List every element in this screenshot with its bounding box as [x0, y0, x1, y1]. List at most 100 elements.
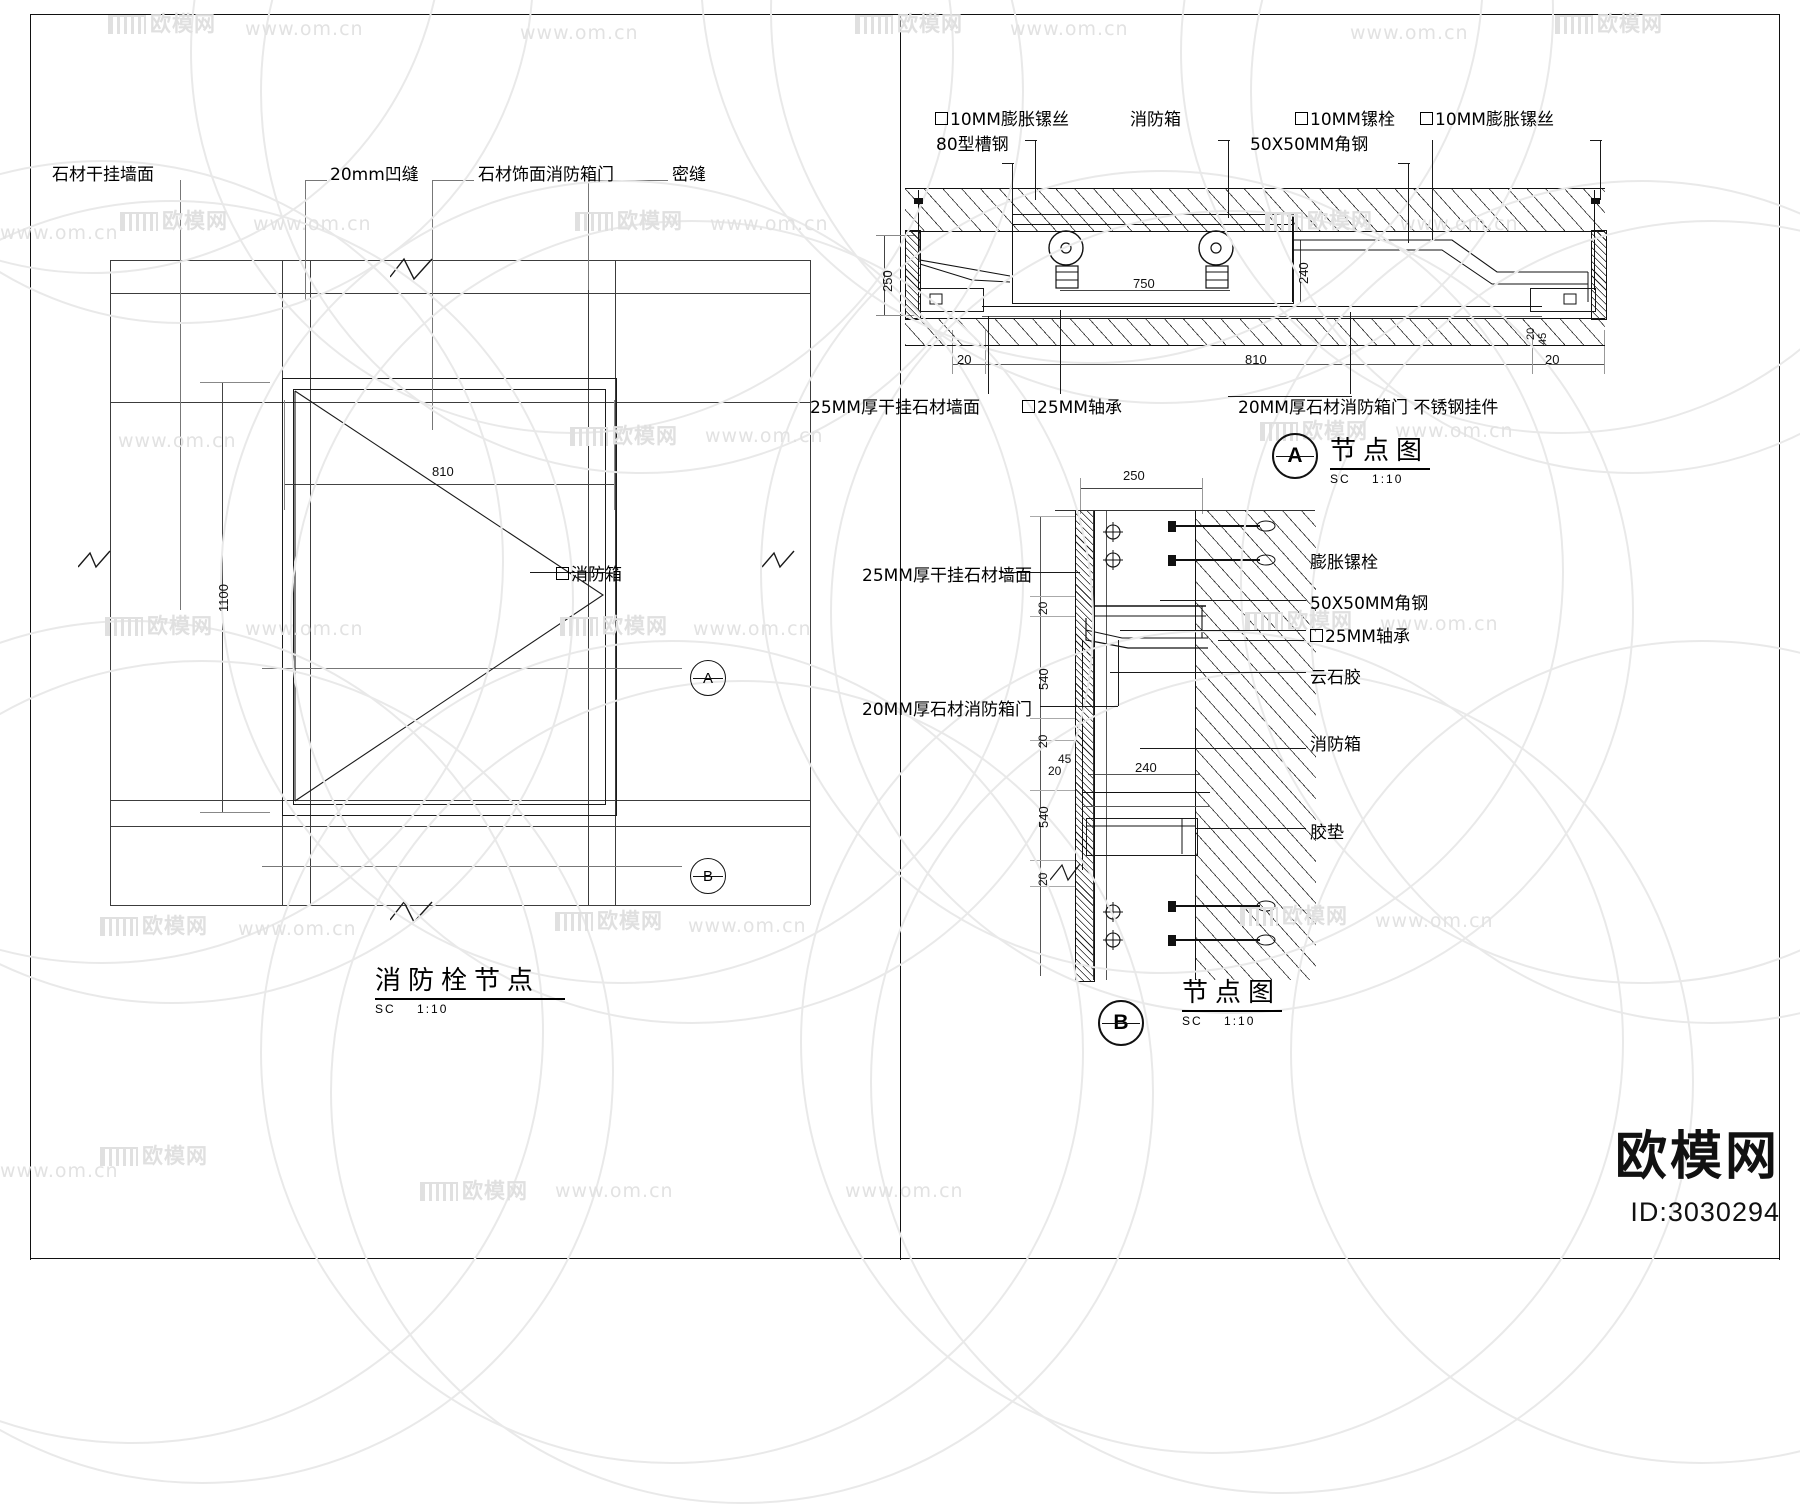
break-mark-b-icon: [1050, 863, 1081, 882]
watermark-logo: 欧模网: [1555, 8, 1663, 38]
label-a-fire-cabinet: 消防箱: [1130, 110, 1181, 130]
label-b-rubber-pad: 胶垫: [1310, 823, 1344, 843]
leader-groove: [305, 180, 306, 300]
stone-cladding-b: [1075, 510, 1095, 982]
dim-1100: 1100: [216, 584, 231, 612]
dim-line-b-250: [1080, 488, 1202, 489]
detail-a-scale: SC 1:10: [1330, 472, 1404, 486]
dim-b-250: 250: [1123, 468, 1145, 483]
label-b-25mm-bearing: 25MM轴承: [1310, 622, 1410, 647]
wall-edge-left: [110, 260, 111, 905]
section-mark-b[interactable]: B: [690, 858, 726, 894]
dim-ext-810-r: [614, 400, 615, 510]
bearing-mark-right-icon: [1563, 293, 1577, 305]
watermark-url: www.om.cn: [0, 1160, 119, 1182]
break-mark-right-icon: [762, 550, 795, 569]
dim-a-240: 240: [1296, 262, 1311, 284]
elevation-title: 消防栓节点: [375, 966, 541, 996]
dim-b-240: 240: [1135, 760, 1157, 775]
dim-a-45-v: 45: [1537, 332, 1549, 345]
section-mark-a[interactable]: A: [690, 660, 726, 696]
tile-joint-vline: [615, 260, 616, 905]
label-a-20mm-stone-door: 20MM厚石材消防箱门 不锈钢挂件: [1238, 398, 1499, 418]
label-a-50x50-angle-steel: 50X50MM角钢: [1250, 135, 1369, 155]
leader-b-l1: [1000, 572, 1080, 573]
leader-a1h: [1025, 140, 1037, 141]
leader-b-r2: [1160, 600, 1306, 601]
door-panel-edge-b: [1082, 640, 1083, 870]
dim-tick-b5: [1030, 790, 1076, 791]
dim-line-1100: [222, 382, 223, 812]
dim-tick-b0: [1030, 516, 1076, 517]
label-fire-cabinet-elev: 消防箱: [556, 560, 622, 585]
leader-b-r6: [1196, 828, 1306, 829]
watermark-url: www.om.cn: [845, 1180, 964, 1202]
dim-a-810: 810: [1245, 352, 1267, 367]
angle-connector-left: [919, 232, 1011, 283]
leader-b-l2v: [1118, 640, 1119, 706]
label-a-80-channel-steel: 80型槽钢: [936, 135, 1009, 155]
watermark-url: www.om.cn: [1010, 18, 1129, 40]
break-mark-left-icon: [78, 550, 111, 569]
dim-a-20-v: 20: [1525, 327, 1537, 340]
dim-b-20-3: 20: [1048, 764, 1062, 778]
dim-ext-250-t: [876, 235, 916, 236]
leader-door-h: [432, 180, 474, 181]
detail-a-title-block: 节点图 SC 1:10: [1330, 430, 1430, 486]
air-gap-line-b: [1106, 510, 1107, 980]
detail-b-title: 节点图: [1182, 978, 1282, 1008]
watermark-url: www.om.cn: [688, 915, 807, 937]
leader-a2h: [1002, 163, 1014, 164]
bolt-plan-symbol-icon: [1103, 522, 1123, 570]
dim-line-750: [1060, 290, 1230, 291]
label-a-25mm-bearing: 25MM轴承: [1022, 393, 1122, 418]
dim-line-b-240: [1088, 774, 1200, 775]
watermark-logo: 欧模网: [105, 610, 213, 640]
dim-ext-810-l: [284, 400, 285, 510]
square-symbol-icon: [935, 112, 948, 125]
watermark-url: www.om.cn: [710, 213, 829, 235]
stone-back-line-b: [1093, 510, 1094, 980]
cabinet-door-outer: [282, 378, 617, 816]
watermark-url: www.om.cn: [693, 618, 812, 640]
tile-joint-line: [110, 826, 810, 827]
watermark-url: www.om.cn: [520, 22, 639, 44]
slab-hatch-bottom: [905, 318, 1605, 346]
dim-tick-b3: [1030, 718, 1076, 719]
detail-b-title-block: 节点图 SC 1:10: [1182, 972, 1282, 1028]
wall-edge-right: [810, 260, 811, 905]
door-panel-mid-b: [1082, 792, 1210, 793]
dim-a-20-left: 20: [957, 352, 972, 367]
square-symbol-icon: [1310, 629, 1323, 642]
brand-block: 欧模网 ID:3030294: [1615, 1114, 1780, 1228]
leader-tight-joint: [588, 180, 589, 290]
tile-joint-line: [110, 402, 810, 403]
channel-steel-left: [918, 288, 984, 312]
bearing-node-b-icon: [1085, 618, 1208, 649]
cabinet-door-inner: [293, 389, 606, 805]
label-b-fire-cabinet: 消防箱: [1310, 735, 1361, 755]
cabinet-top-rail: [1012, 224, 1292, 225]
leader-a5: [1408, 163, 1409, 243]
dim-ext-b3: [1532, 330, 1533, 374]
rubber-pad-b: [1086, 818, 1198, 856]
dim-b-20-4: 20: [1036, 872, 1050, 886]
sheet-divider: [900, 14, 901, 1260]
watermark-url: www.om.cn: [555, 1180, 674, 1202]
leader-groove-h: [305, 180, 327, 181]
label-a-25mm-stone-wall: 25MM厚干挂石材墙面: [810, 398, 980, 418]
watermark-url: www.om.cn: [238, 918, 357, 940]
leader-a-b3: [1350, 312, 1351, 394]
tile-joint-line: [110, 800, 810, 801]
dim-ext-1100-b: [200, 812, 270, 813]
sheet-border-right: [1779, 14, 1780, 1260]
leader-cabinet: [530, 572, 605, 573]
label-20mm-groove: 20mm凹缝: [330, 165, 419, 185]
label-a-10mm-bolt: 10MM镙栓: [1295, 105, 1395, 130]
stone-door-back: [982, 316, 1542, 317]
dim-b-540-1: 540: [1036, 668, 1051, 690]
label-a-10mm-expansion-screw: 10MM膨胀镙丝: [935, 105, 1069, 130]
bearing-mark-left-icon: [929, 293, 943, 305]
wall-hatch-b: [1195, 510, 1316, 980]
